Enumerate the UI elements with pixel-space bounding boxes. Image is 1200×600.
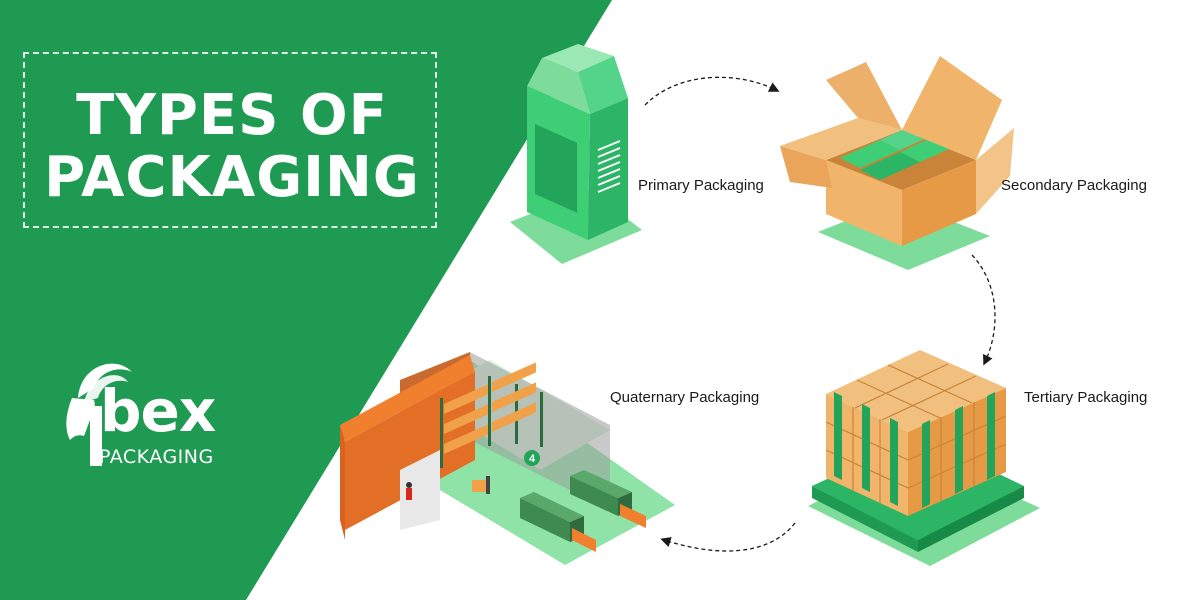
arrow-primary-to-secondary: [644, 76, 780, 106]
ibex-logo-icon: [66, 363, 132, 466]
logo-wordmark: bex: [100, 377, 216, 445]
tertiary-package-illustration: [808, 350, 1040, 566]
warehouse-badge: [524, 450, 540, 466]
logo-subtitle: PACKAGING: [99, 446, 214, 468]
secondary-packaging-label: Secondary Packaging: [1001, 177, 1147, 194]
title-line-1: TYPES OF: [76, 83, 388, 148]
arrow-tertiary-to-quaternary: [660, 522, 796, 552]
primary-packaging-label: Primary Packaging: [638, 177, 764, 194]
quaternary-package-illustration: 4: [340, 352, 675, 565]
quaternary-packaging-label: Quaternary Packaging: [610, 389, 760, 406]
secondary-package-illustration: [780, 56, 1014, 270]
title-box: TYPES OF PACKAGING: [23, 52, 437, 228]
tertiary-packaging-label: Tertiary Packaging: [1024, 389, 1148, 406]
truck-2: [570, 470, 646, 528]
truck-1: [520, 492, 596, 552]
warehouse-badge-text: 4: [529, 453, 536, 465]
arrow-secondary-to-tertiary: [971, 254, 996, 366]
primary-package-illustration: [510, 44, 642, 264]
title-line-2: PACKAGING: [44, 145, 420, 210]
